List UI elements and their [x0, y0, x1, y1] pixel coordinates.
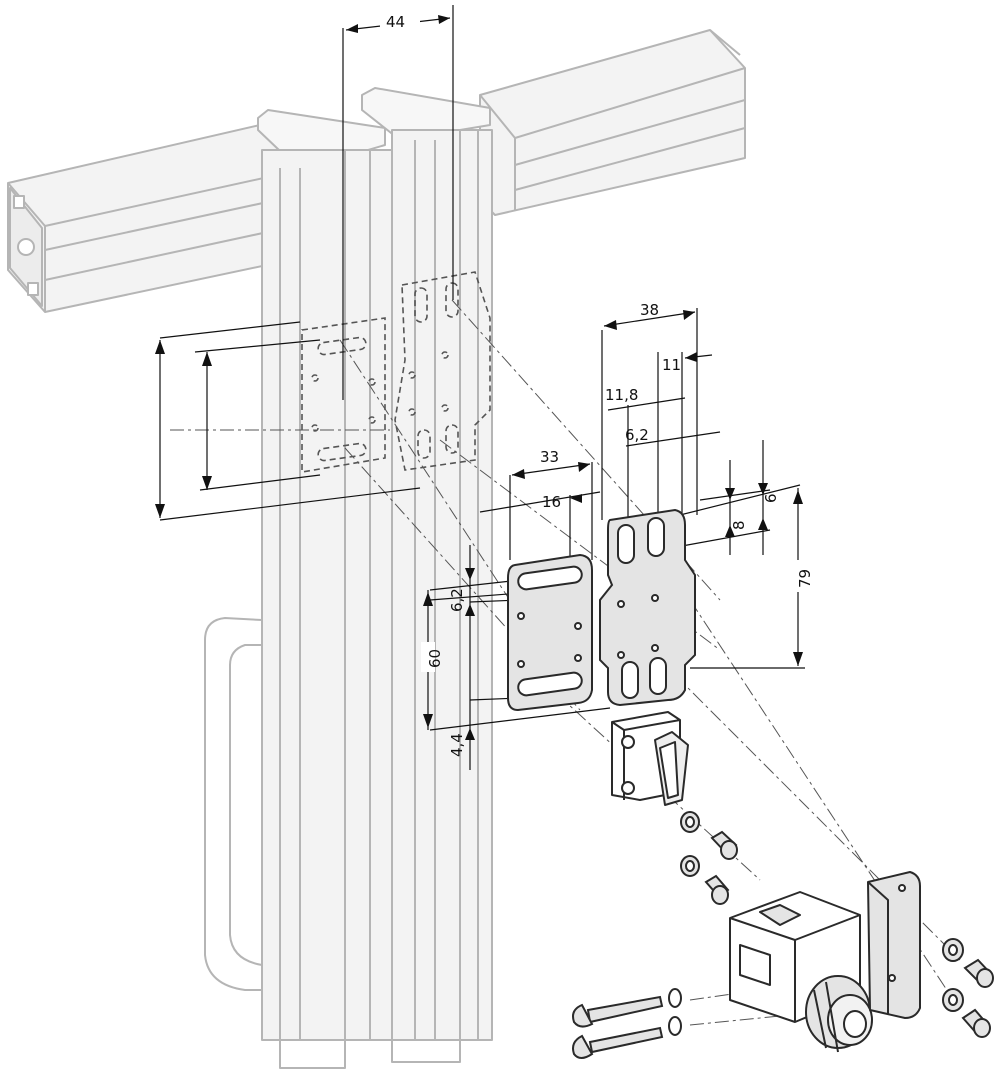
dim-44: 44 — [386, 13, 405, 31]
safety-switch-housing — [729, 891, 873, 1053]
dim-33: 33 — [540, 448, 559, 466]
dim-4-4: 4,4 — [448, 733, 466, 757]
dim-16: 16 — [542, 493, 561, 511]
dim-11-8: 11,8 — [605, 386, 638, 404]
dim-38: 38 — [640, 301, 659, 319]
dimension-arrowheads — [155, 15, 803, 740]
dim-11: 11 — [662, 356, 681, 374]
angle-bracket — [867, 871, 921, 1019]
dim-6-2-left: 6,2 — [448, 588, 466, 612]
dimension-labels: 44 38 11 11,8 6,2 33 16 8 6 79 6,2 60 4,… — [380, 12, 814, 757]
right-mounting-plate — [599, 508, 696, 707]
small-screw-set-upper — [680, 811, 738, 905]
dim-60: 60 — [426, 649, 444, 668]
left-mounting-plate — [507, 553, 593, 712]
dim-79: 79 — [796, 569, 814, 588]
small-screw-set-right — [942, 938, 994, 1038]
dim-8: 8 — [730, 520, 748, 530]
long-bolts — [572, 988, 682, 1059]
dim-6-2-right: 6,2 — [625, 426, 649, 444]
ghost-plate-right — [394, 271, 491, 471]
door-handle — [204, 616, 263, 991]
actuator-bracket — [611, 711, 689, 806]
vertical-profile-left — [257, 109, 393, 1069]
dim-6: 6 — [762, 493, 780, 503]
